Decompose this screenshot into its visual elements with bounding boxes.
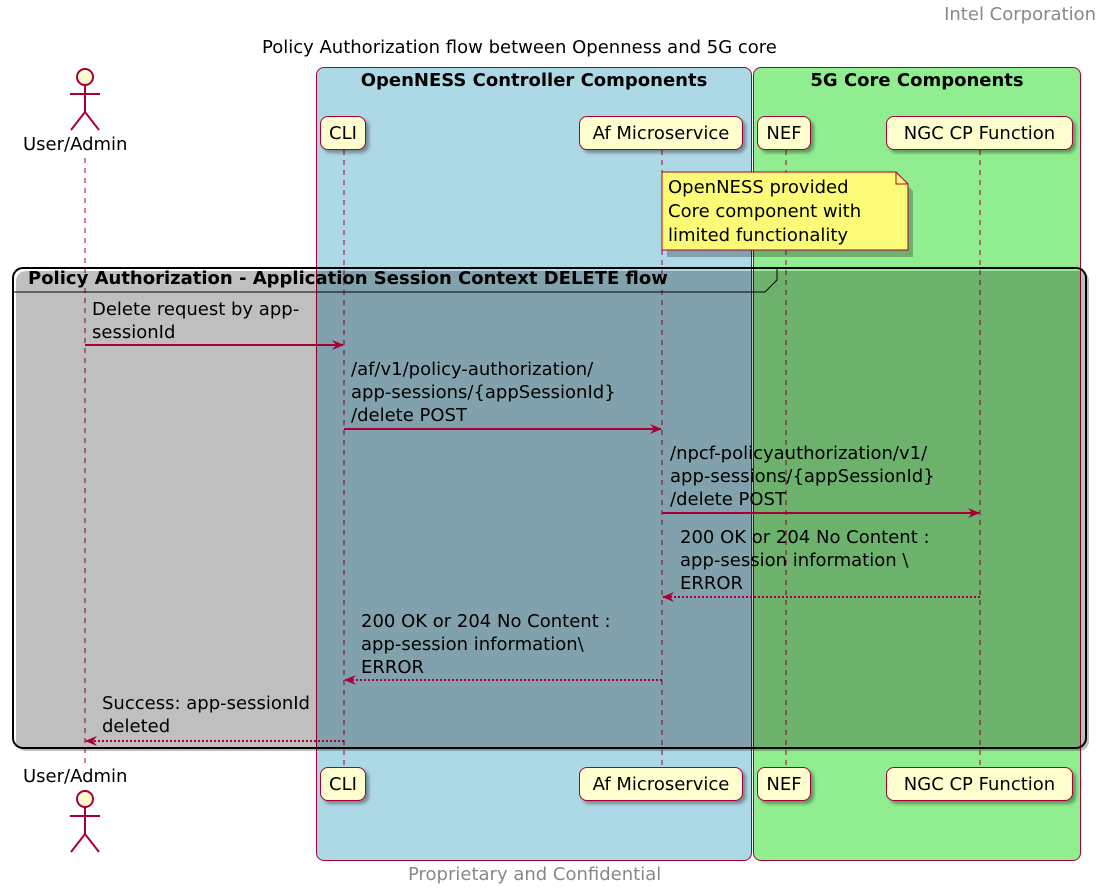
message-line: ERROR xyxy=(361,657,425,678)
message-line: /delete POST xyxy=(351,405,467,426)
participant-nef-top: NEF xyxy=(757,116,811,150)
message-line: ERROR xyxy=(680,573,744,594)
message-label: Delete request by app- sessionId xyxy=(92,298,299,344)
message-line: Delete request by app- xyxy=(92,299,300,320)
participant-ngc-top: NGC CP Function xyxy=(886,116,1073,150)
message-label: 200 OK or 204 No Content : app-session i… xyxy=(361,610,611,679)
message-label: Success: app-sessionId deleted xyxy=(102,692,310,738)
actor-top-icon xyxy=(70,68,100,131)
message-line: app-sessions/{appSessionId} xyxy=(351,382,616,403)
message-line: app-session information\ xyxy=(361,634,584,655)
participant-nef-bottom: NEF xyxy=(757,767,811,801)
participant-cli-top: CLI xyxy=(320,116,366,150)
openness-box-title: OpenNESS Controller Components xyxy=(360,70,708,91)
message-label: /af/v1/policy-authorization/ app-session… xyxy=(351,358,616,427)
message-line: 200 OK or 204 No Content : xyxy=(680,527,930,548)
note-line: Core component with xyxy=(668,201,862,222)
note-shape xyxy=(661,171,913,257)
message-line: Success: app-sessionId xyxy=(102,693,310,714)
note-line: OpenNESS provided xyxy=(668,177,849,198)
header-label: Intel Corporation xyxy=(944,4,1096,25)
message-line: /npcf-policyauthorization/v1/ xyxy=(670,443,928,464)
actor-user-top-label: User/Admin xyxy=(23,134,128,155)
participant-af-bottom: Af Microservice xyxy=(579,767,743,801)
message-label: 200 OK or 204 No Content : app-session i… xyxy=(680,526,930,595)
message-line: /af/v1/policy-authorization/ xyxy=(351,359,594,380)
participant-cli-bottom: CLI xyxy=(320,767,366,801)
actor-bottom-icon xyxy=(70,790,100,853)
message-line: app-session information \ xyxy=(680,550,909,571)
footer-label: Proprietary and Confidential xyxy=(408,864,662,885)
group-title: Policy Authorization - Application Sessi… xyxy=(28,268,668,289)
participant-ngc-bottom: NGC CP Function xyxy=(886,767,1073,801)
diagram-title: Policy Authorization flow between Openne… xyxy=(262,37,777,58)
message-line: deleted xyxy=(102,716,171,737)
message-label: /npcf-policyauthorization/v1/ app-sessio… xyxy=(670,442,935,511)
message-line: /delete POST xyxy=(670,489,786,510)
participant-af-top: Af Microservice xyxy=(579,116,743,150)
message-line: app-sessions/{appSessionId} xyxy=(670,466,935,487)
core-5g-box-title: 5G Core Components xyxy=(810,70,1024,91)
group-frame xyxy=(12,267,1089,751)
actor-user-bottom-label: User/Admin xyxy=(23,766,128,787)
message-line: sessionId xyxy=(92,322,176,343)
message-line: 200 OK or 204 No Content : xyxy=(361,611,611,632)
note-line: limited functionality xyxy=(668,225,849,246)
note-text: OpenNESS provided Core component with li… xyxy=(662,172,907,250)
